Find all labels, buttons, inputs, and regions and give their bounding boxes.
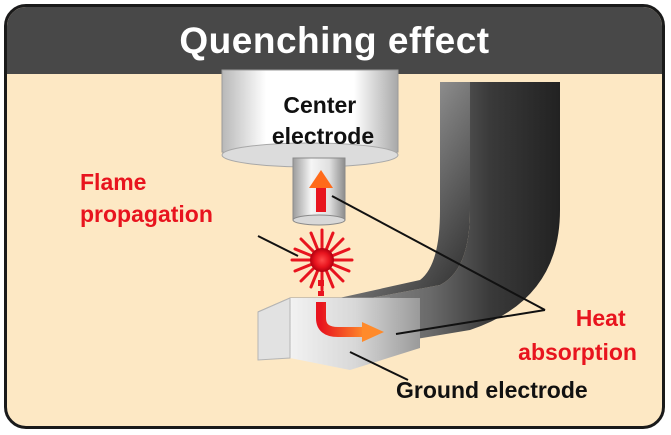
leader-ground-electrode xyxy=(349,351,409,381)
heat-arrow-up-icon xyxy=(309,170,333,212)
leader-flame xyxy=(257,235,299,257)
ground-electrode-label: Ground electrode xyxy=(396,377,588,403)
flame-icon xyxy=(290,228,354,292)
leader-heat-ground xyxy=(395,309,546,335)
ground-electrode-vertical xyxy=(360,82,560,345)
leader-lines xyxy=(257,195,546,381)
flame-propagation-label: Flame propagation xyxy=(80,169,213,227)
heat-absorption-label: Heat absorption xyxy=(518,305,637,365)
title-bar: Quenching effect xyxy=(7,7,662,74)
center-electrode-tip-end xyxy=(292,214,346,226)
center-electrode-label: Center electrode xyxy=(272,92,374,149)
ground-electrode-bend-face xyxy=(330,82,470,300)
diagram-title: Quenching effect xyxy=(179,20,490,61)
leader-heat-center xyxy=(331,195,546,311)
ground-electrode-arm-end xyxy=(257,297,291,361)
heat-arrow-right-icon xyxy=(316,280,384,342)
